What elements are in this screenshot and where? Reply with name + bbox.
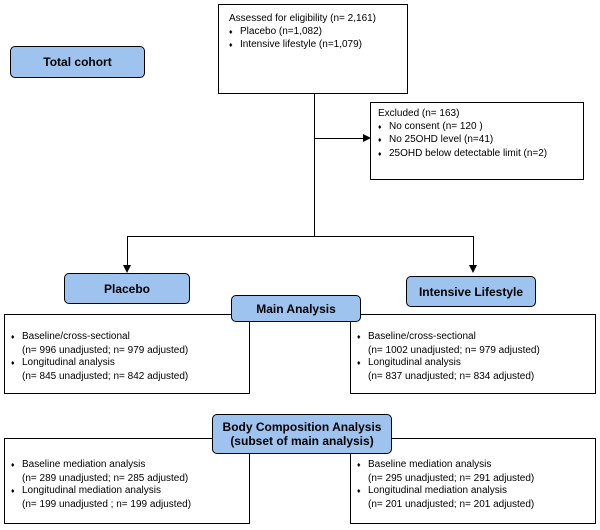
connector-vertical-main: [314, 94, 315, 236]
bullet-icon: ♦: [11, 360, 15, 367]
excluded-box: Excluded (n= 163) ♦No consent (n= 120 ) …: [370, 102, 584, 180]
body-composition-title: Body Composition Analysis: [222, 420, 382, 434]
bc-left-box: ♦ Baseline mediation analysis (n= 289 una…: [4, 438, 250, 524]
placebo-label: Placebo: [64, 273, 190, 304]
connector-to-excluded: [314, 138, 364, 139]
arrow-to-placebo: [123, 265, 131, 273]
bullet-icon: ♦: [357, 334, 361, 341]
bullet-icon: ♦: [229, 28, 233, 36]
bc-right-long-n: (n= 201 unadjusted; n= 201 adjusted): [368, 498, 535, 510]
assessed-item: ♦Placebo (n=1,082): [229, 26, 407, 40]
bc-left-baseline: Baseline mediation analysis: [22, 459, 146, 470]
bc-right-long: Longitudinal mediation analysis: [368, 485, 507, 496]
body-composition-label: Body Composition Analysis (subset of mai…: [212, 414, 392, 454]
bullet-icon: ♦: [378, 137, 382, 144]
bullet-icon: ♦: [378, 123, 382, 131]
connector-to-placebo: [127, 236, 128, 266]
main-left-box: ♦ Baseline/cross-sectional (n= 996 unadju…: [4, 314, 250, 394]
assessed-item: ♦Intensive lifestyle (n=1,079): [229, 39, 407, 53]
connector-to-intensive: [473, 236, 474, 266]
main-left-long-n: (n= 845 unadjusted; n= 842 adjusted): [22, 370, 189, 382]
bullet-icon: ♦: [11, 334, 15, 341]
bullet-icon: ♦: [229, 42, 233, 49]
bullet-icon: ♦: [357, 488, 361, 495]
main-left-baseline-n: (n= 996 unadjusted; n= 979 adjusted): [22, 344, 189, 356]
main-right-baseline-n: (n= 1002 unadjusted; n= 979 adjusted): [368, 344, 540, 356]
main-right-long-n: (n= 837 unadjusted; n= 834 adjusted): [368, 370, 535, 382]
bc-left-baseline-n: (n= 289 unadjusted; n= 285 adjusted): [22, 472, 189, 484]
main-analysis-label: Main Analysis: [231, 295, 361, 322]
arrow-to-excluded: [363, 134, 371, 142]
bullet-icon: ♦: [378, 150, 382, 158]
main-left-baseline: Baseline/cross-sectional: [22, 331, 130, 342]
bullet-icon: ♦: [357, 462, 361, 469]
main-right-long: Longitudinal analysis: [368, 357, 461, 368]
excluded-item: ♦No 25OHD level (n=41): [378, 134, 583, 148]
arrow-to-intensive: [469, 265, 477, 273]
bc-right-baseline: Baseline mediation analysis: [368, 459, 492, 470]
bc-right-box: ♦ Baseline mediation analysis (n= 295 una…: [350, 438, 596, 524]
bullet-icon: ♦: [357, 360, 361, 367]
main-right-baseline: Baseline/cross-sectional: [368, 331, 476, 342]
main-left-long: Longitudinal analysis: [22, 357, 115, 368]
assessed-title: Assessed for eligibility (n= 2,161): [229, 13, 377, 24]
bc-right-baseline-n: (n= 295 unadjusted; n= 291 adjusted): [368, 472, 535, 484]
excluded-item: ♦No consent (n= 120 ): [378, 121, 583, 135]
body-composition-subtitle: (subset of main analysis): [230, 434, 374, 448]
bullet-icon: ♦: [11, 488, 15, 495]
excluded-item: ♦25OHD below detectable limit (n=2): [378, 148, 583, 162]
connector-horizontal-split: [127, 236, 474, 237]
intensive-lifestyle-label: Intensive Lifestyle: [406, 276, 536, 307]
main-right-box: ♦ Baseline/cross-sectional (n= 1002 unadj…: [350, 314, 596, 394]
total-cohort-label: Total cohort: [10, 46, 145, 78]
excluded-title: Excluded (n= 163): [378, 108, 460, 119]
bc-left-long-n: (n= 199 unadjusted ; n= 199 adjusted): [22, 498, 192, 510]
bullet-icon: ♦: [11, 462, 15, 469]
bc-left-long: Longitudinal mediation analysis: [22, 485, 161, 496]
assessed-box: Assessed for eligibility (n= 2,161) ♦Pla…: [218, 4, 408, 94]
